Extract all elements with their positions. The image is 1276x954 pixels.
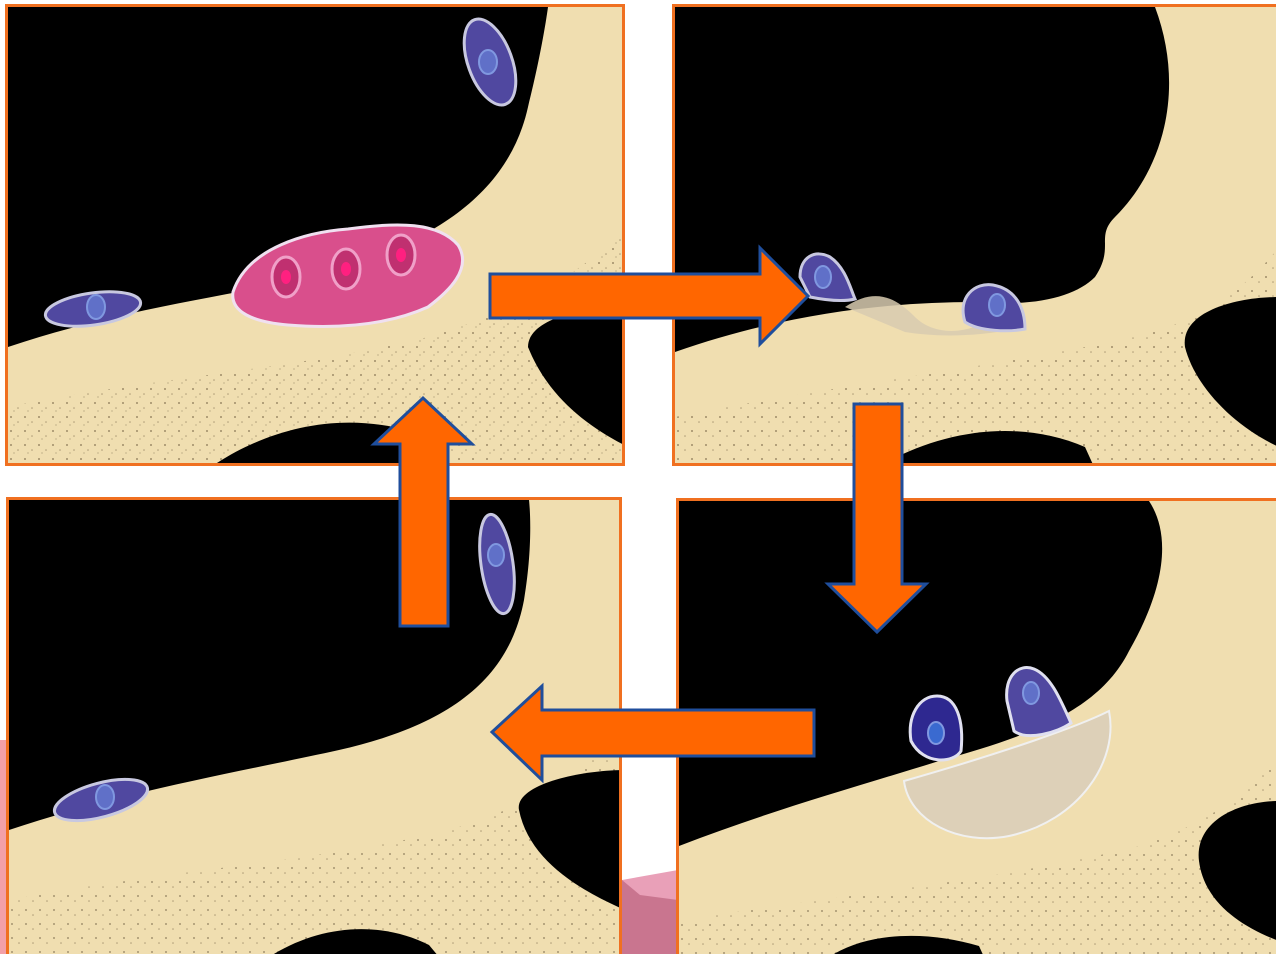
lining-cell [474,512,520,615]
arrow-down [824,400,930,636]
osteoblast [910,696,961,760]
mononuclear-cell [963,285,1025,331]
arrow-left [488,682,818,784]
lining-cell [454,12,526,112]
panel-resorption [5,4,625,466]
arrow-up [370,394,476,630]
arrow-right [486,242,814,352]
panel-reversal [672,4,1276,466]
osteoblast [1007,668,1071,736]
